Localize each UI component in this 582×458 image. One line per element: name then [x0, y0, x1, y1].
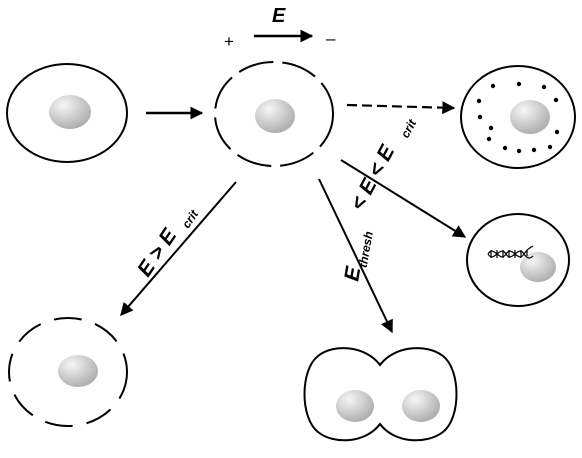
- molecule-uptake-cell: [460, 65, 576, 169]
- threshold-label: E thresh: [340, 230, 376, 283]
- intact-cell: [6, 63, 128, 163]
- between-label-main: < E < E: [346, 141, 400, 215]
- nucleus: [402, 390, 440, 422]
- field-indicator: + E –: [224, 5, 336, 51]
- dna-helix-icon: [487, 245, 534, 259]
- nucleus: [510, 100, 550, 134]
- arrow-icon: [346, 101, 456, 115]
- above-label-sub: crit: [179, 207, 202, 231]
- nucleus: [58, 355, 98, 387]
- plus-sign: +: [224, 32, 234, 51]
- nucleus: [255, 99, 295, 133]
- arrow-icon: [120, 181, 237, 316]
- field-label: E: [272, 5, 286, 27]
- arrow-icon: [318, 178, 393, 334]
- fused-membrane: [303, 347, 458, 442]
- cell-membrane: [460, 65, 576, 169]
- above-critical-label: E > E crit: [133, 207, 202, 281]
- fused-cells: [303, 347, 458, 442]
- ruptured-membrane: [8, 317, 128, 427]
- arrow-icon: [340, 159, 467, 238]
- permeabilized-cell: [214, 61, 334, 167]
- transfected-cell: [466, 213, 570, 307]
- cell-membrane: [6, 63, 128, 163]
- nucleus: [49, 95, 91, 129]
- threshold-label-main: E: [340, 264, 365, 283]
- pore-dot-icon: [476, 81, 560, 154]
- nucleus: [520, 252, 556, 282]
- minus-sign: –: [326, 29, 336, 48]
- porated-membrane: [214, 61, 334, 167]
- nucleus: [336, 390, 374, 422]
- threshold-label-sub: thresh: [356, 230, 376, 269]
- between-thresholds-label: < E < E crit: [346, 116, 420, 215]
- between-label-sub: crit: [398, 116, 420, 140]
- cell-membrane: [466, 213, 570, 307]
- lysed-cell: [8, 317, 128, 427]
